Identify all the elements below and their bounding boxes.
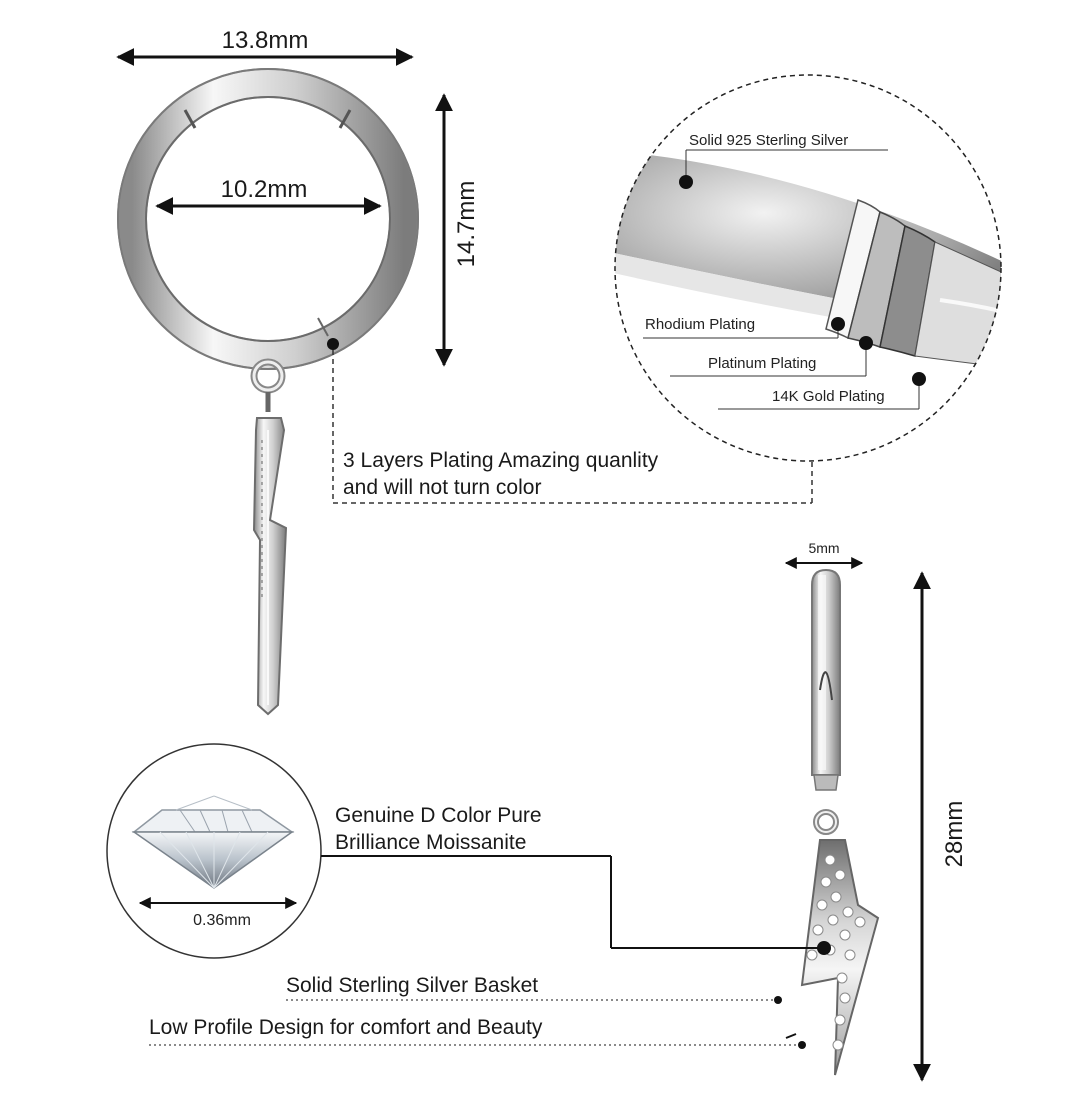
hoop-thickness-dimension: 5mm (784, 540, 864, 569)
inner-diameter-label: 10.2mm (221, 176, 308, 203)
lightning-bolt-pendant-icon (800, 568, 880, 1076)
plating-leader: 3 Layers Plating Amazing quanlity and wi… (327, 338, 813, 504)
basket-note-label: Solid Sterling Silver Basket (286, 974, 538, 997)
gold-layer-label: 14K Gold Plating (772, 388, 885, 405)
stone-note-line1: Genuine D Color Pure (335, 804, 542, 827)
stone-diameter-dimension: 0.36mm (138, 897, 298, 929)
lightning-bolt-pendant-side-view (252, 392, 288, 716)
stone-leader: Genuine D Color Pure Brilliance Moissani… (321, 804, 831, 955)
stone-diameter-label: 0.36mm (193, 912, 251, 929)
hoop-width-label: 13.8mm (222, 27, 309, 54)
plating-note-line2: and will not turn color (343, 476, 541, 499)
profile-note: Low Profile Design for comfort and Beaut… (149, 1016, 806, 1049)
hoop-width-dimension: 13.8mm (116, 27, 414, 66)
hoop-thickness-label: 5mm (808, 540, 839, 556)
inner-diameter-dimension: 10.2mm (155, 176, 382, 215)
basket-note: Solid Sterling Silver Basket (286, 974, 782, 1004)
plating-note-line1: 3 Layers Plating Amazing quanlity (343, 449, 659, 472)
rhodium-layer-label: Rhodium Plating (645, 316, 755, 333)
core-layer-label: Solid 925 Sterling Silver (689, 132, 848, 149)
stone-note-line2: Brilliance Moissanite (335, 831, 526, 854)
hoop-height-dimension: 14.7mm (435, 93, 480, 367)
plating-layers-zoom: Solid 925 Sterling Silver Rhodium Platin… (614, 74, 1002, 462)
hoop-height-label: 14.7mm (453, 181, 480, 268)
total-length-dimension: 28mm (913, 571, 968, 1082)
profile-note-label: Low Profile Design for comfort and Beaut… (149, 1016, 543, 1039)
total-length-label: 28mm (941, 801, 968, 868)
hoop-earring-icon (117, 68, 419, 394)
platinum-layer-label: Platinum Plating (708, 355, 816, 372)
